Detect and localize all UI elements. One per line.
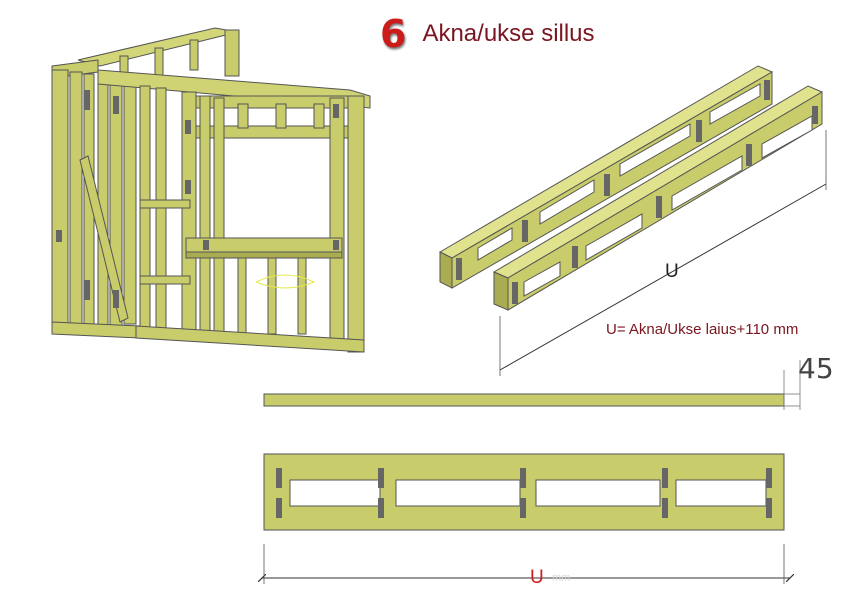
formula-label: U= Akna/Ukse laius+110 mm <box>606 321 799 338</box>
unit-ghost-label: mm <box>552 572 571 584</box>
page-title: Akna/ukse sillus <box>422 20 595 47</box>
dimension-label-u-bottom: U <box>530 567 544 588</box>
sill-front-view <box>262 453 790 584</box>
step-number: 6 <box>380 12 407 56</box>
sill-beams-3d <box>438 65 827 376</box>
title-block: 6 Akna/ukse sillus <box>380 12 595 56</box>
dimension-label-u-top: U <box>665 261 679 282</box>
dimension-label-45: 45 <box>798 352 834 385</box>
sill-side-view <box>263 360 801 410</box>
wall-frame-3d <box>51 27 371 353</box>
